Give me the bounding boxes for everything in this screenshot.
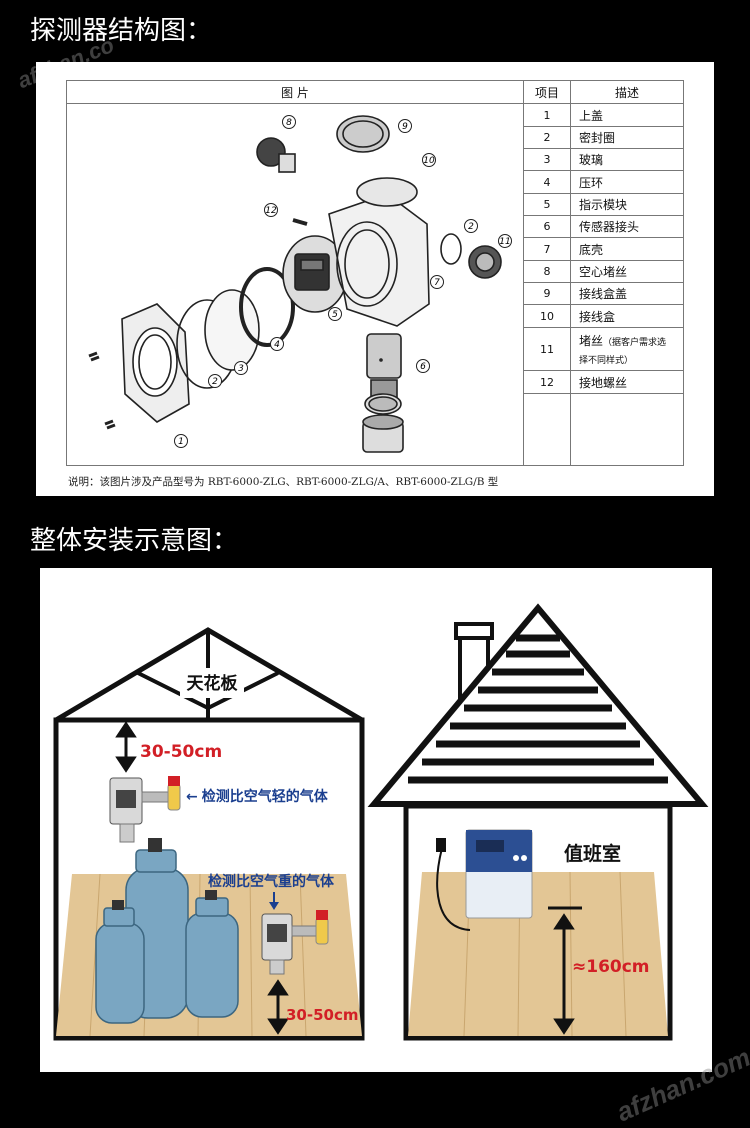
height-label: ≈160cm — [572, 957, 650, 977]
callout-10: 10 — [422, 153, 436, 168]
callout-9: 9 — [398, 119, 412, 134]
row-desc-note-2: 择不同样式） — [579, 356, 634, 367]
bottom-distance-arrow — [267, 979, 289, 1035]
light-gas-label: ←检测比空气轻的气体 — [186, 788, 329, 805]
parts-table: 图 片 项目 描述 — [66, 79, 684, 467]
install-diagram: 天花板 30-50cm ←检测比空气轻的气体 — [53, 603, 709, 1041]
row-desc: 上盖 — [570, 103, 684, 127]
right-house — [367, 603, 709, 1041]
row-num: 9 — [523, 282, 571, 306]
row-num: 1 — [523, 103, 571, 127]
row-desc: 接线盒 — [570, 304, 684, 328]
header-picture: 图 片 — [66, 79, 524, 105]
part-blind-plug — [468, 245, 502, 280]
svg-text:4: 4 — [274, 340, 280, 350]
row-num: 8 — [523, 259, 571, 284]
row-num: 6 — [523, 215, 571, 239]
row-num: 7 — [523, 237, 571, 261]
part-hollow-plug — [256, 137, 296, 174]
svg-text:7: 7 — [434, 278, 440, 288]
callout-2: 2 — [208, 374, 222, 389]
callout-4: 4 — [270, 337, 284, 352]
callout-1: 1 — [174, 434, 188, 449]
ceiling-label-bg — [180, 668, 244, 698]
svg-text:5: 5 — [332, 310, 338, 320]
part-sensor-connector — [366, 333, 402, 402]
svg-text:6: 6 — [420, 362, 426, 372]
header-item: 项目 — [523, 79, 571, 105]
row-desc: 密封圈 — [570, 125, 684, 150]
svg-text:8: 8 — [286, 118, 292, 128]
top-distance-label: 30-50cm — [140, 742, 222, 762]
row-empty — [523, 392, 571, 467]
callout-11: 11 — [498, 234, 512, 249]
svg-text:2: 2 — [468, 222, 474, 232]
heavy-gas-label: 检测比空气重的气体 — [208, 873, 335, 890]
exploded-view-cell: 1 2 3 4 5 6 7 8 9 10 11 12 2 — [66, 103, 524, 466]
svg-text:12: 12 — [265, 206, 277, 216]
part-seal-ring-right — [440, 233, 462, 266]
row-desc: 底壳 — [570, 237, 684, 261]
row-desc: 玻璃 — [570, 148, 684, 172]
part-junction-box — [356, 177, 418, 208]
part-glass — [204, 289, 260, 372]
callout-6: 6 — [416, 359, 430, 374]
row-desc-text: 堵丝 — [579, 334, 604, 349]
row-num: 5 — [523, 192, 571, 217]
callout-3: 3 — [234, 361, 248, 376]
part-press-ring — [239, 267, 295, 348]
bottom-distance-label: 30-50cm — [286, 1006, 359, 1024]
row-num: 12 — [523, 370, 571, 394]
svg-text:9: 9 — [402, 122, 408, 132]
wood-floor-right — [408, 872, 668, 1036]
alarm-controller — [436, 829, 533, 931]
row-desc: 接线盒盖 — [570, 282, 684, 306]
row-empty — [570, 392, 684, 467]
structure-panel: 图 片 项目 描述 — [36, 62, 714, 496]
svg-text:10: 10 — [423, 156, 435, 166]
callout-5: 5 — [328, 307, 342, 322]
callout-8: 8 — [282, 115, 296, 130]
model-caption: 说明：该图片涉及产品型号为 RBT-6000-ZLG、RBT-6000-ZLG/… — [68, 476, 499, 488]
row-desc: 空心堵丝 — [570, 259, 684, 284]
row-num: 3 — [523, 148, 571, 172]
part-indicator-module — [282, 235, 348, 314]
svg-text:2: 2 — [212, 377, 218, 387]
top-distance-arrow — [115, 721, 137, 773]
height-arrow — [548, 906, 582, 1035]
structure-section-title: 探测器结构图： — [30, 16, 213, 46]
svg-text:11: 11 — [499, 237, 510, 247]
svg-text:3: 3 — [238, 364, 244, 374]
row-num: 11 — [523, 326, 571, 372]
ceiling-label: 天花板 — [187, 673, 239, 694]
row-desc: 指示模块 — [570, 192, 684, 217]
part-cover — [121, 303, 190, 424]
svg-text:1: 1 — [178, 437, 184, 447]
install-panel: 天花板 30-50cm ←检测比空气轻的气体 — [40, 568, 712, 1072]
header-description: 描述 — [570, 79, 684, 105]
row-desc: 传感器接头 — [570, 215, 684, 239]
install-section-title: 整体安装示意图： — [30, 526, 239, 556]
row-num: 10 — [523, 304, 571, 328]
row-desc: 堵丝（据客户需求选 择不同样式） — [570, 326, 684, 372]
row-desc: 接地螺丝 — [570, 370, 684, 394]
upper-detector — [109, 776, 181, 843]
row-desc-note: （据客户需求选 — [603, 338, 667, 349]
lower-detector — [261, 910, 329, 975]
row-num: 4 — [523, 170, 571, 194]
exploded-view-diagram: 1 2 3 4 5 6 7 8 9 10 11 12 2 — [88, 115, 512, 454]
row-desc: 压环 — [570, 170, 684, 194]
row-num: 2 — [523, 125, 571, 150]
duty-room-label: 值班室 — [564, 842, 621, 865]
part-bottom-shell — [328, 193, 430, 328]
callout-2-right: 2 — [464, 219, 478, 234]
callout-12: 12 — [264, 203, 278, 218]
callout-7: 7 — [430, 275, 444, 290]
